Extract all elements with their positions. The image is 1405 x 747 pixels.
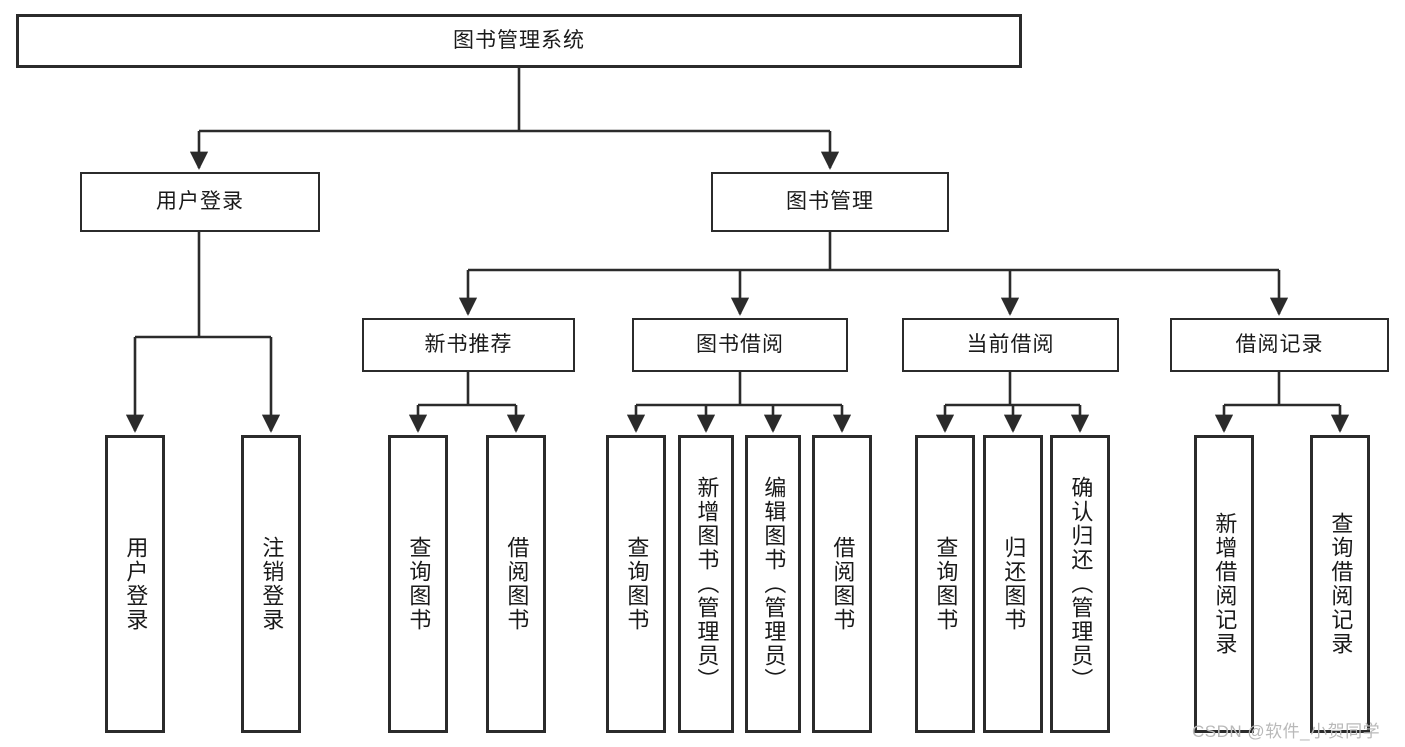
node-borrow-record[interactable]: 借阅记录 xyxy=(1170,318,1389,372)
leaf-book-borrow-add[interactable]: 新增图书（管理员） xyxy=(678,435,734,733)
leaf-new-book-borrow[interactable]: 借阅图书 xyxy=(486,435,546,733)
node-label: 新增借阅记录 xyxy=(1212,512,1238,656)
leaf-current-borrow-query[interactable]: 查询图书 xyxy=(915,435,975,733)
node-root-system[interactable]: 图书管理系统 xyxy=(16,14,1022,68)
node-label: 新书推荐 xyxy=(424,332,513,356)
leaf-book-borrow-query[interactable]: 查询图书 xyxy=(606,435,666,733)
leaf-book-borrow-edit[interactable]: 编辑图书（管理员） xyxy=(745,435,801,733)
node-label: 查询图书 xyxy=(624,536,650,632)
node-label: 查询图书 xyxy=(406,536,432,632)
node-label: 确认归还（管理员） xyxy=(1068,476,1094,692)
node-user-login[interactable]: 用户登录 xyxy=(80,172,320,232)
node-label: 编辑图书（管理员） xyxy=(761,476,787,692)
node-label: 图书管理系统 xyxy=(453,28,585,52)
leaf-borrow-record-query[interactable]: 查询借阅记录 xyxy=(1310,435,1370,733)
node-label: 图书借阅 xyxy=(696,332,784,356)
node-label: 归还图书 xyxy=(1001,536,1027,632)
node-label: 查询图书 xyxy=(933,536,959,632)
node-label: 图书管理 xyxy=(786,189,874,213)
node-book-manage[interactable]: 图书管理 xyxy=(711,172,949,232)
leaf-current-borrow-confirm[interactable]: 确认归还（管理员） xyxy=(1050,435,1110,733)
node-current-borrow[interactable]: 当前借阅 xyxy=(902,318,1119,372)
csdn-watermark: CSDN @软件_小贺同学 xyxy=(1192,722,1381,741)
leaf-user-login-signin[interactable]: 用户登录 xyxy=(105,435,165,733)
leaf-borrow-record-add[interactable]: 新增借阅记录 xyxy=(1194,435,1254,733)
node-label: 注销登录 xyxy=(259,536,285,632)
node-label: 查询借阅记录 xyxy=(1328,512,1354,656)
leaf-new-book-query[interactable]: 查询图书 xyxy=(388,435,448,733)
leaf-user-login-signout[interactable]: 注销登录 xyxy=(241,435,301,733)
node-label: 用户登录 xyxy=(156,189,244,213)
node-label: 借阅图书 xyxy=(504,536,530,632)
node-label: 借阅图书 xyxy=(830,536,856,632)
leaf-current-borrow-return[interactable]: 归还图书 xyxy=(983,435,1043,733)
node-label: 新增图书（管理员） xyxy=(694,476,720,692)
node-label: 借阅记录 xyxy=(1235,332,1324,356)
node-label: 当前借阅 xyxy=(966,332,1055,356)
node-book-borrow[interactable]: 图书借阅 xyxy=(632,318,848,372)
node-label: 用户登录 xyxy=(123,536,149,632)
leaf-book-borrow-lend[interactable]: 借阅图书 xyxy=(812,435,872,733)
node-new-book-recommend[interactable]: 新书推荐 xyxy=(362,318,575,372)
